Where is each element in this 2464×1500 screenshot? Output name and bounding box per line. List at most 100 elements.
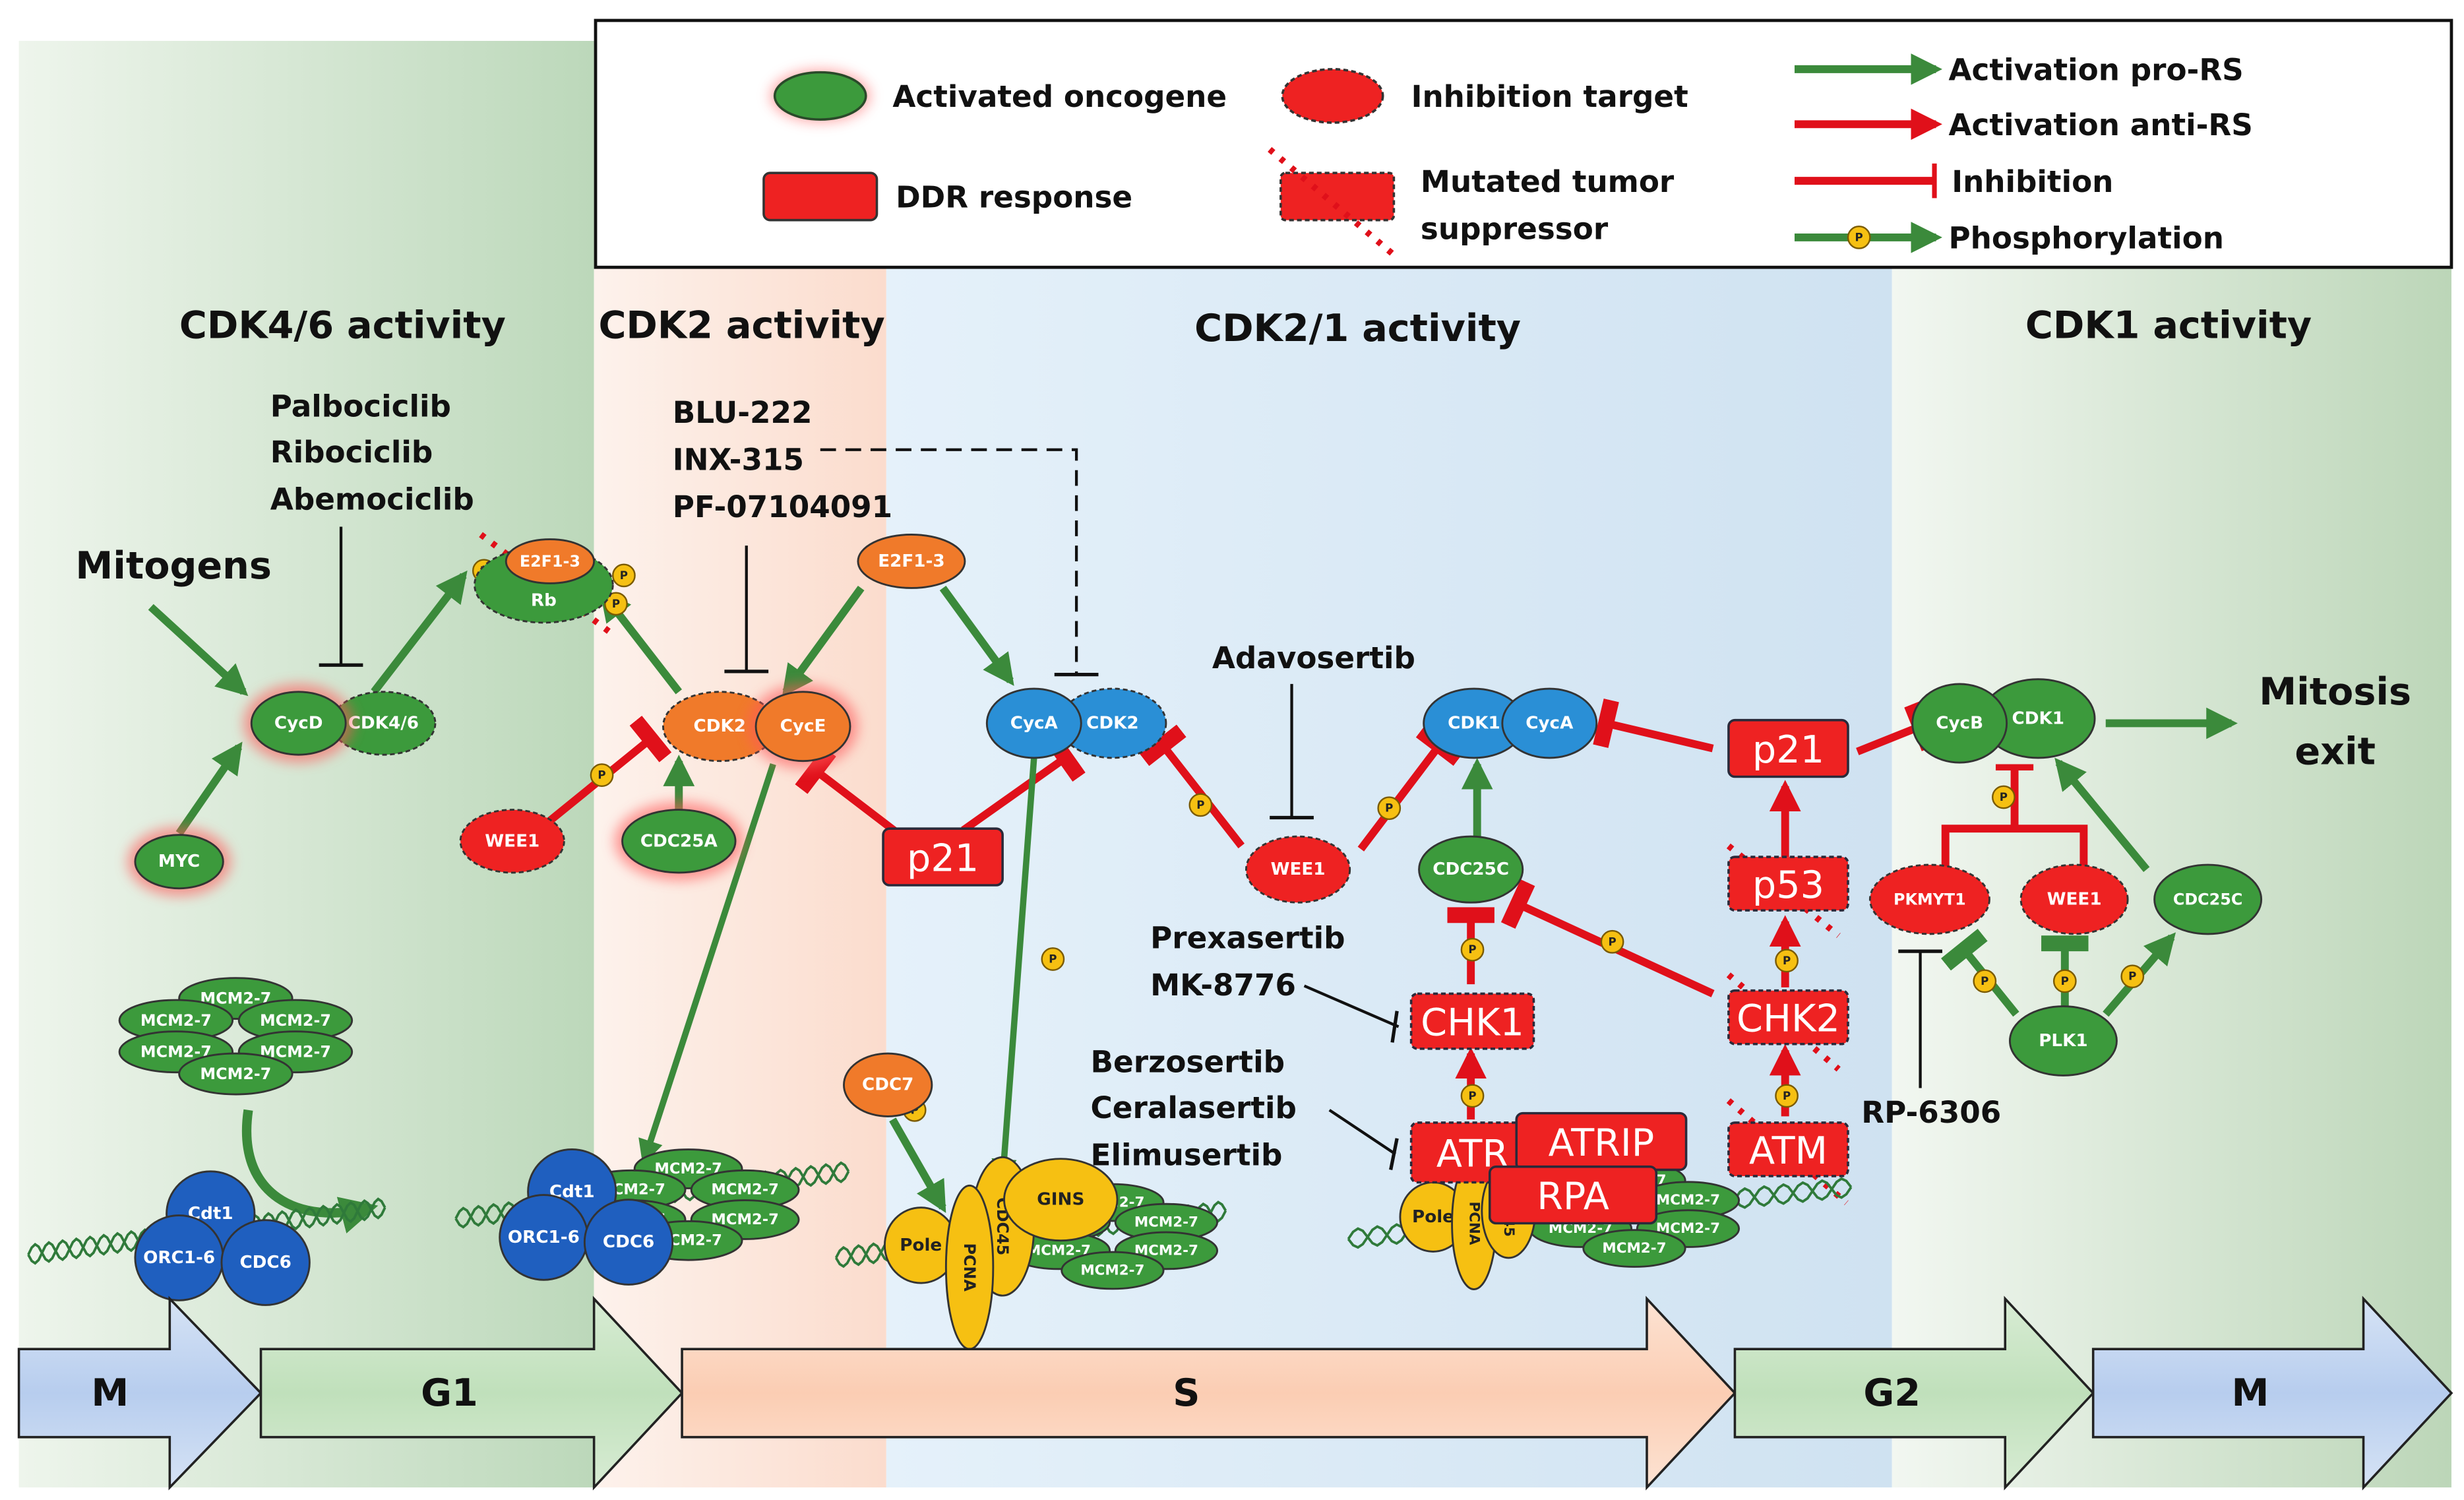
svg-text:Berzosertib: Berzosertib <box>1091 1045 1285 1080</box>
node-chk2-label: CHK2 <box>1737 997 1840 1041</box>
phospho-icon: P <box>1992 785 2016 809</box>
phospho-icon: P <box>1377 796 1401 821</box>
node-cdc25c-g2-label: CDC25C <box>2173 890 2242 908</box>
mitosis-exit-label-1: Mitosis <box>2259 670 2411 714</box>
svg-text:P: P <box>612 598 620 610</box>
svg-text:BLU-222: BLU-222 <box>673 395 813 430</box>
edge-wee1-cdk1 <box>1357 724 1463 852</box>
edge-p21-cdk1-cyca <box>1593 698 1714 753</box>
svg-text:Ribociclib: Ribociclib <box>270 435 433 470</box>
mcm-subunit-label: MCM2-7 <box>711 1181 778 1199</box>
svg-text:P: P <box>1981 975 1988 987</box>
edge-mitogens-cycd <box>148 604 249 697</box>
mcm-subunit-label: MCM2-7 <box>1656 1192 1720 1208</box>
edge-myc-cycd <box>175 741 243 836</box>
svg-text:Adavosertib: Adavosertib <box>1212 641 1415 675</box>
phospho-icon: P <box>1775 949 1799 973</box>
legend-mutated-tumor-suppressor-icon <box>1279 172 1396 222</box>
phospho-icon: P <box>1188 793 1213 817</box>
node-cyce: CycE <box>748 683 858 769</box>
svg-text:P: P <box>2061 975 2069 987</box>
svg-text:P: P <box>1468 943 1476 956</box>
svg-text:Elimusertib: Elimusertib <box>1091 1137 1283 1172</box>
legend-mutated-tumor-suppressor-label-2: suppressor <box>1421 211 1609 246</box>
node-gins-s: GINS <box>1003 1158 1119 1242</box>
phospho-icon: P <box>1041 947 1065 971</box>
node-cdk1-g2: CDK1 <box>1981 678 2096 759</box>
svg-text:P: P <box>620 569 628 582</box>
phase-g1 <box>259 1296 684 1491</box>
edge-cdc25c-cdk1-g2 <box>2054 757 2150 872</box>
mitogens-label: Mitogens <box>75 544 272 588</box>
node-p53: p53 <box>1727 856 1849 912</box>
node-wee1-g2-label: WEE1 <box>2047 889 2102 909</box>
phospho-icon: P <box>1775 1084 1799 1108</box>
node-p21-s-label: p21 <box>907 836 979 880</box>
node-cdc6-g1b: CDC6 <box>583 1199 674 1286</box>
phospho-icon: P <box>1600 929 1624 954</box>
node-cdc6-g1: CDC6 <box>220 1219 311 1306</box>
mitosis-exit-label-2: exit <box>2295 730 2376 773</box>
node-myc-label: MYC <box>158 852 200 871</box>
node-pkmyt1: PKMYT1 <box>1868 863 1990 935</box>
drugs-cdk46: Palbociclib Ribociclib Abemociclib <box>270 389 474 667</box>
node-rpa: RPA <box>1488 1165 1658 1225</box>
node-atm: ATM <box>1727 1121 1849 1177</box>
phase-label-g2: G2 <box>1863 1371 1921 1415</box>
node-plk1: PLK1 <box>2008 1005 2118 1077</box>
phase-label-g1: G1 <box>421 1371 478 1415</box>
panel-s <box>886 267 1892 1487</box>
svg-text:P: P <box>2128 970 2136 983</box>
svg-text:PF-07104091: PF-07104091 <box>673 489 892 524</box>
edge-e2f-cyca <box>939 585 1014 686</box>
node-myc: MYC <box>127 827 231 896</box>
phospho-icon: P <box>1973 969 1997 993</box>
node-plk1-label: PLK1 <box>2039 1031 2087 1051</box>
phospho-icon: P <box>2120 964 2145 989</box>
phase-m-left <box>17 1296 263 1491</box>
node-rpa-label: RPA <box>1537 1175 1609 1218</box>
phase-g2 <box>1733 1296 2095 1491</box>
node-cycb-label: CycB <box>1936 713 1983 733</box>
node-cdc25c-s: CDC25C <box>1418 835 1524 904</box>
header-cdk46-activity: CDK4/6 activity <box>179 303 506 347</box>
mcm-subunit: MCM2-7 <box>178 1052 293 1096</box>
mcm-subunit-label: MCM2-7 <box>1134 1214 1198 1231</box>
svg-text:Prexasertib: Prexasertib <box>1150 920 1345 955</box>
drugs-cdk2: BLU-222 INX-315 PF-07104091 <box>673 395 1099 677</box>
node-cdc25a: CDC25A <box>614 801 743 881</box>
svg-text:P: P <box>1049 953 1057 966</box>
node-cdk2-s: CDK2 <box>1058 687 1167 759</box>
mcm-subunit: MCM2-7 <box>1114 1203 1219 1242</box>
node-pcna-atr-label: PCNA <box>1465 1201 1482 1245</box>
node-e2f-rb-label: E2F1-3 <box>520 552 580 571</box>
node-cyca-s2-label: CycA <box>1525 713 1574 733</box>
node-chk2: CHK2 <box>1727 989 1849 1046</box>
legend-phospho-icon <box>1847 226 1871 249</box>
node-cyca-s: CycA <box>985 687 1082 759</box>
phospho-icon: P <box>1460 1084 1485 1108</box>
svg-text:RP-6306: RP-6306 <box>1861 1095 2001 1130</box>
node-cdc7-label: CDC7 <box>862 1075 913 1095</box>
legend-phosphorylation-label: Phosphorylation <box>1948 221 2223 256</box>
mcm-subunit-label: MCM2-7 <box>200 1065 271 1083</box>
svg-text:P: P <box>1196 799 1204 811</box>
node-orc-g1-label: ORC1-6 <box>143 1248 215 1268</box>
legend-activation-pro-rs-label: Activation pro-RS <box>1948 53 2243 88</box>
node-cdk2-g1-label: CDK2 <box>693 716 746 736</box>
svg-text:INX-315: INX-315 <box>673 443 804 478</box>
node-pkmyt1-label: PKMYT1 <box>1894 890 1966 908</box>
node-cdk2-s-label: CDK2 <box>1086 713 1139 733</box>
mcm-subunit: MCM2-7 <box>237 999 354 1042</box>
legend: Activated oncogene Inhibition target DDR… <box>594 18 2453 269</box>
node-p21-g2-label: p21 <box>1752 728 1824 772</box>
edge-p21-cycb <box>1856 701 1936 755</box>
edge-cdk2-cdc45 <box>991 757 1037 1185</box>
node-cdk1-g2-label: CDK1 <box>2012 708 2065 728</box>
edge-cdc7-pole <box>889 1117 946 1213</box>
node-cycd: CycD <box>243 683 354 763</box>
node-wee1-g1-label: WEE1 <box>485 831 539 851</box>
edge-cdk46-rb <box>371 570 468 695</box>
node-wee1-s-label: WEE1 <box>1271 859 1326 879</box>
